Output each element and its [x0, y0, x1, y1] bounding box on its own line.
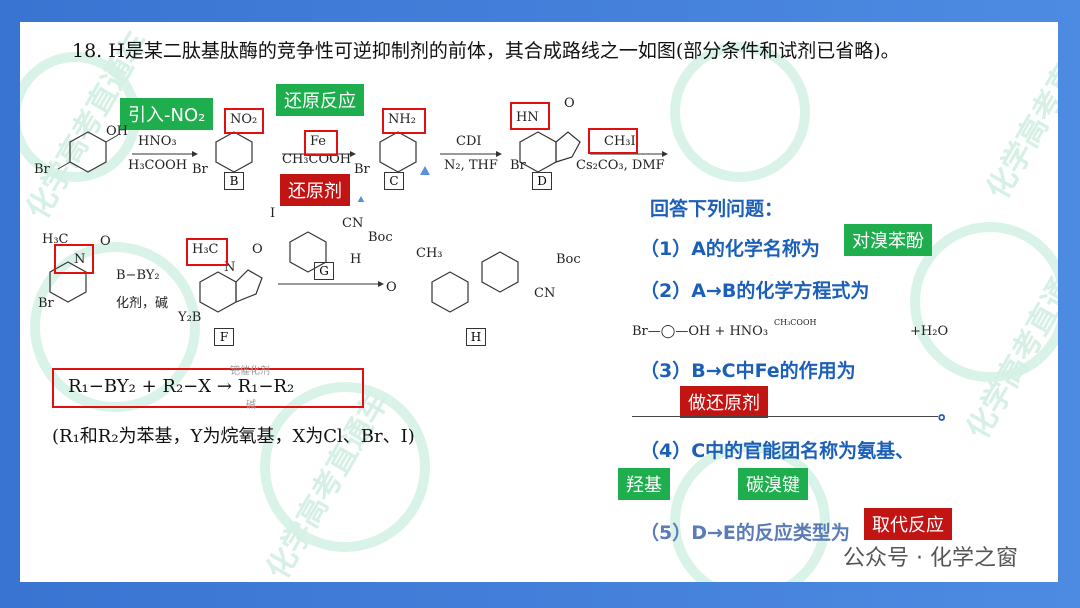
answer-5: 取代反应 — [864, 508, 952, 540]
label-d: D — [532, 172, 552, 190]
q2: （2）A→B的化学方程式为 — [640, 280, 870, 302]
benzene-ring-a — [69, 131, 107, 173]
benzene-ring-h2 — [481, 251, 519, 293]
watermark-ring — [910, 222, 1058, 382]
highlight-h3c-f — [186, 238, 228, 266]
group-cn: CN — [342, 216, 364, 231]
arrow-head — [496, 151, 502, 157]
oxazolone-ring — [235, 269, 263, 303]
label-h: H — [466, 328, 486, 346]
group-n: N — [224, 260, 236, 275]
group-h3c: H₃C — [42, 232, 69, 247]
marker-triangle — [420, 166, 430, 175]
q3-dot: 。 — [938, 402, 958, 424]
label-f: F — [214, 328, 234, 346]
reagent-2a: Fe — [310, 134, 327, 149]
tag-reduction: 还原反应 — [276, 84, 364, 116]
eq2-cond: CH₃COOH — [774, 318, 817, 327]
group-boc: Boc — [368, 230, 393, 245]
q4: （4）C中的官能团名称为氨基、 — [640, 440, 915, 462]
group-hn: HN — [516, 110, 539, 125]
group-y2b: Y₂B — [178, 310, 202, 325]
label-b: B — [224, 172, 244, 190]
coupling-box — [52, 368, 364, 408]
benzene-ring-e — [49, 261, 87, 303]
answer-3-underline — [632, 416, 938, 417]
label-g: G — [314, 262, 334, 280]
watermark-ring — [670, 442, 830, 582]
eq2-left: Br—◯—OH + HNO₃ — [632, 324, 769, 339]
highlight-no2 — [224, 108, 264, 134]
group-i: I — [270, 206, 276, 221]
group-nh2: NH₂ — [388, 112, 416, 127]
highlight-fe — [304, 130, 338, 156]
reagent-1a: HNO₃ — [138, 134, 177, 149]
arrow-head — [378, 281, 384, 287]
question-title: 18. H是某二肽基肽酶的竞争性可逆抑制剂的前体，其合成路线之一如图(部分条件和… — [72, 40, 900, 62]
reagent-3a: CDI — [456, 134, 482, 149]
tag-reducing-agent: 还原剂 — [280, 174, 350, 206]
marker-triangle — [357, 196, 365, 202]
group-ch3: CH₃ — [416, 246, 443, 261]
tag-intro-no2: 引入-NO₂ — [120, 98, 214, 130]
group-o: O — [564, 96, 575, 111]
group-n: N — [74, 252, 86, 267]
footer-account: 公众号 · 化学之窗 — [843, 546, 1018, 571]
highlight-ch3-e — [54, 244, 94, 274]
arrow-head — [350, 151, 356, 157]
watermark-ring — [260, 382, 430, 552]
q3: （3）B→C中Fe的作用为 — [640, 360, 856, 382]
highlight-nh2 — [382, 108, 426, 134]
arrow-head — [192, 151, 198, 157]
group-cn: CN — [534, 286, 556, 301]
group-br: Br — [38, 296, 54, 311]
arrow-head — [662, 151, 668, 157]
reagent-5b: 化剂，碱 — [116, 296, 169, 311]
group-o: O — [100, 234, 111, 249]
group-boc: Boc — [556, 252, 581, 267]
slide: 化学高考直通车 化学高考直通车 化学高考直通车 化学高考直通车 18. H是某二… — [20, 22, 1058, 582]
answer-4a: 羟基 — [618, 468, 670, 500]
watermark-ring — [670, 42, 810, 182]
group-o: O — [252, 242, 263, 257]
coupling-equation: R₁−BY₂ + R₂−X → R₁−R₂ — [68, 376, 295, 397]
benzene-ring-c — [379, 131, 417, 173]
coupling-base: 碱 — [246, 400, 256, 411]
answer-4b: 碳溴键 — [738, 468, 808, 500]
coupling-note: (R₁和R₂为苯基，Y为烷氧基，X为Cl、Br、I) — [52, 426, 415, 447]
answer-1: 对溴苯酚 — [844, 224, 932, 256]
reaction-scheme-row1 — [57, 131, 668, 202]
highlight-hn — [510, 102, 550, 130]
oxazolone-ring — [555, 131, 581, 163]
reagent-4a: CH₃I — [604, 134, 636, 149]
eq2-right: +H₂O — [910, 324, 949, 339]
reagent-1b: H₃COOH — [128, 158, 188, 173]
group-br: Br — [354, 162, 370, 177]
group-no2: NO₂ — [230, 112, 258, 127]
q5: （5）D→E的反应类型为 — [640, 522, 850, 544]
benzene-ring-b — [215, 131, 253, 173]
reagent-3b: N₂, THF — [444, 158, 498, 173]
group-oh: OH — [106, 124, 128, 139]
benzene-ring-h1 — [431, 271, 469, 313]
bond — [57, 161, 71, 170]
coupling-catalyst: 钯催化剂 — [230, 366, 270, 377]
reagent-4b: Cs₂CO₃, DMF — [576, 158, 665, 173]
group-o: O — [386, 280, 397, 295]
highlight-ch3i — [588, 128, 638, 154]
answer-3: 做还原剂 — [680, 386, 768, 418]
label-c: C — [384, 172, 404, 190]
group-br: Br — [192, 162, 208, 177]
benzene-ring-f — [199, 271, 237, 313]
answers-header: 回答下列问题： — [650, 198, 784, 220]
group-h: H — [350, 252, 362, 267]
reagent-5a: B−BY₂ — [116, 268, 160, 283]
group-br: Br — [510, 158, 526, 173]
q1: （1）A的化学名称为 — [640, 238, 820, 260]
group-h3c: H₃C — [192, 242, 219, 257]
watermark-text: 化学高考直通车 — [980, 22, 1058, 206]
group-br: Br — [34, 162, 50, 177]
bond — [105, 134, 119, 143]
